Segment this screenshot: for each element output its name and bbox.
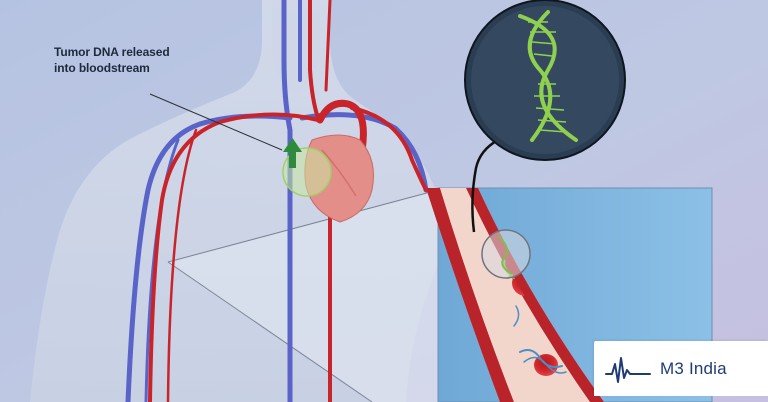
dna-helix-icon bbox=[464, 0, 626, 161]
annotation-line-1: Tumor DNA released bbox=[54, 45, 170, 59]
callout-leader bbox=[149, 93, 283, 151]
zoom-projection-cone bbox=[168, 190, 438, 402]
logo-text: M3 India bbox=[660, 358, 727, 378]
annotation-line-2: into bloodstream bbox=[54, 61, 150, 75]
m3-india-logo-icon bbox=[605, 356, 651, 383]
annotation-label: Tumor DNA released into bloodstream bbox=[54, 44, 254, 76]
up-arrow-icon bbox=[283, 138, 302, 168]
dna-bubble-connector bbox=[471, 138, 499, 233]
m3-india-logo[interactable]: M3 India bbox=[594, 341, 768, 396]
